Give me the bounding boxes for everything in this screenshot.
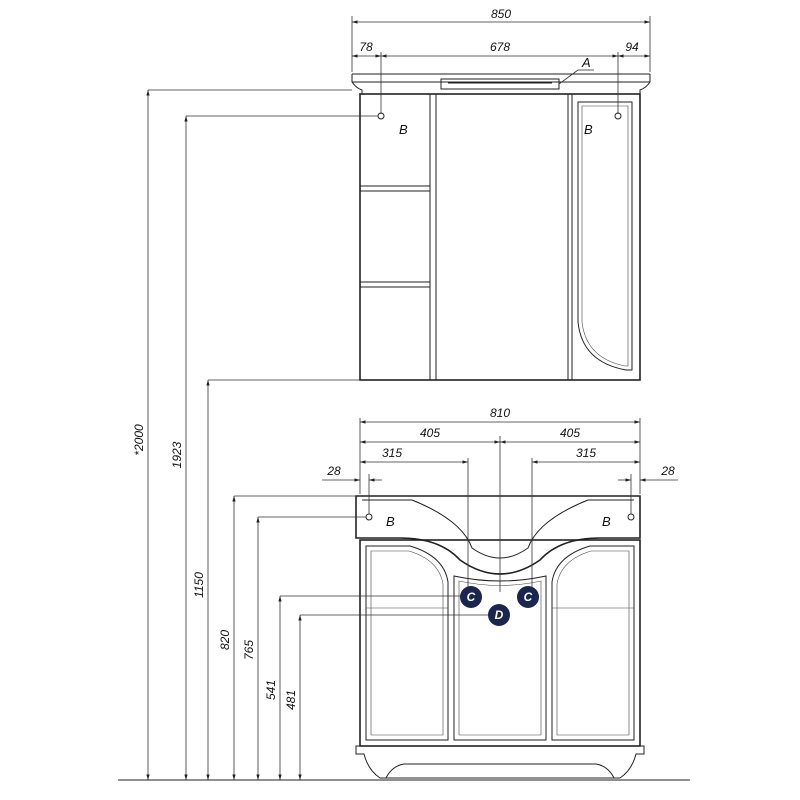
dim-top-mid: 678 — [490, 40, 510, 54]
dim-height-765: 765 — [242, 640, 256, 660]
dim-height-total: *2000 — [132, 424, 146, 456]
dim-height-541: 541 — [264, 680, 278, 700]
height-dimension-lines — [146, 89, 490, 780]
dim-base-half-right: 405 — [560, 426, 580, 440]
vanity-dimension-lines — [322, 418, 678, 592]
dim-height-1150: 1150 — [192, 572, 206, 598]
marker-b-base-left: B — [386, 514, 395, 529]
marker-d: D — [488, 604, 510, 626]
marker-b-top-left: B — [399, 122, 408, 137]
marker-d-label: D — [495, 608, 504, 622]
dim-height-481: 481 — [284, 690, 298, 710]
top-dimension-lines — [351, 16, 651, 114]
dim-base-inner-right: 315 — [576, 446, 596, 460]
marker-b-top-right: B — [584, 122, 593, 137]
dim-base-total: 810 — [490, 406, 510, 420]
mirror-cabinet — [351, 73, 651, 381]
dim-height-1923: 1923 — [170, 441, 184, 468]
dim-base-edge-right: 28 — [660, 464, 675, 478]
marker-c-right-label: C — [524, 590, 533, 604]
marker-b-base-right: B — [602, 514, 611, 529]
marker-a: A — [581, 55, 591, 70]
dim-top-total: 850 — [491, 7, 511, 21]
marker-c-left-label: C — [467, 590, 476, 604]
dim-base-edge-left: 28 — [326, 464, 341, 478]
dim-top-left: 78 — [359, 40, 373, 54]
marker-c-right: C — [517, 586, 539, 608]
dim-base-inner-left: 315 — [382, 446, 402, 460]
dim-top-right: 94 — [625, 40, 639, 54]
marker-c-left: C — [460, 586, 482, 608]
dim-height-820: 820 — [218, 630, 232, 650]
dim-base-half-left: 405 — [420, 426, 440, 440]
